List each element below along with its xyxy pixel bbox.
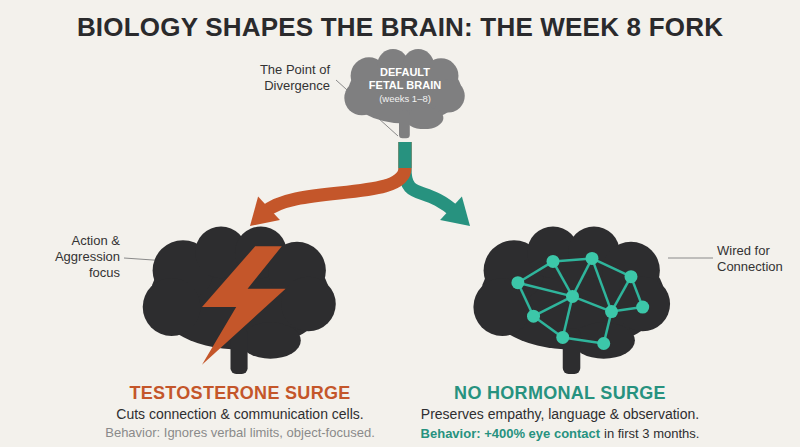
diagram-title: BIOLOGY SHAPES THE BRAIN: THE WEEK 8 FOR… (0, 12, 800, 43)
text-block: DEFAULT FETAL BRAIN(weeks 1–8) (345, 50, 465, 105)
brain-outline (145, 228, 335, 380)
node-text: (weeks 1–8) (345, 92, 465, 105)
network-node (636, 301, 649, 314)
text-block: TESTOSTERONE SURGECuts connection & comm… (74, 226, 406, 442)
network-link (592, 258, 612, 311)
brain-lobe (281, 277, 336, 332)
callout-label: Wired for Connection (717, 243, 797, 275)
network-node (547, 255, 560, 268)
branch-heading: NO HORMONAL SURGE (394, 382, 726, 404)
cerebellum (405, 107, 443, 129)
node-text: DEFAULT FETAL BRAIN (363, 66, 447, 92)
network-node (625, 270, 638, 283)
callout-label: The Point of Divergence (230, 62, 330, 94)
network-node (586, 252, 599, 265)
network-node (605, 305, 618, 318)
node-text: Cuts connection & communication cells. (74, 404, 406, 424)
behavior-line: Behavior: +400% eye contactin first 3 mo… (394, 424, 726, 443)
fork-arrow (405, 142, 470, 226)
branch-heading: TESTOSTERONE SURGE (74, 382, 406, 404)
brain-lobe (143, 278, 201, 336)
brain-lobe (615, 277, 670, 332)
cerebellum (240, 322, 301, 358)
brain-branch: NO HORMONAL SURGEPreserves empathy, lang… (394, 226, 726, 443)
fork-stem (399, 142, 412, 168)
callout-label: Action & Aggression focus (42, 233, 120, 281)
node-text: in first 3 months. (604, 426, 699, 441)
leader-line (668, 258, 713, 259)
text-block: NO HORMONAL SURGEPreserves empathy, lang… (394, 226, 726, 443)
network-node (597, 337, 610, 350)
node-text: Behavior: +400% eye contact (421, 426, 601, 441)
lightning-bolt (202, 246, 286, 365)
arrow-shaft (405, 142, 455, 212)
network-link (534, 296, 573, 316)
network-node (527, 310, 540, 323)
node-text: Preserves empathy, language & observatio… (394, 404, 726, 424)
brain-stem (399, 111, 410, 139)
brain-outline (475, 228, 670, 380)
fork-arrow (250, 142, 405, 226)
node-text: Behavior: Ignores verbal limits, object-… (74, 424, 406, 442)
arrow-head (440, 197, 470, 226)
default-brain: DEFAULT FETAL BRAIN(weeks 1–8) (345, 50, 465, 142)
network-node (566, 290, 579, 303)
arrow-shaft (265, 142, 405, 212)
network-node (511, 276, 524, 289)
arrow-head (250, 197, 280, 226)
brain-branch: TESTOSTERONE SURGECuts connection & comm… (74, 226, 406, 442)
network-node (556, 331, 569, 344)
network-link (518, 283, 573, 297)
